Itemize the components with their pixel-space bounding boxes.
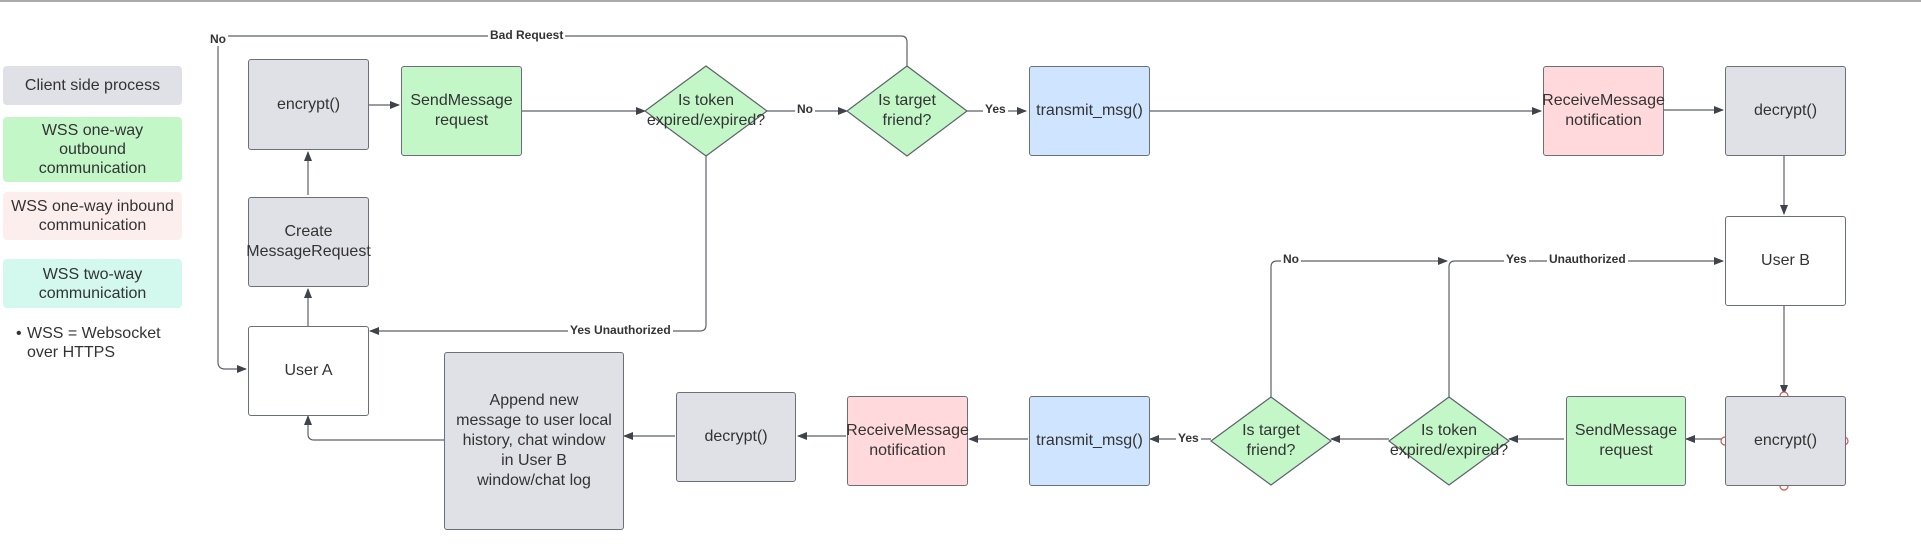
legend-note: • WSS = Websocket over HTTPS xyxy=(16,324,186,362)
transmit-msg-a-box[interactable]: transmit_msg() xyxy=(1029,66,1150,156)
edge-label-no-mid: No xyxy=(795,102,815,116)
legend-inbound: WSS one-way inbound communication xyxy=(3,192,182,240)
send-message-a-box[interactable]: SendMessage request xyxy=(401,66,522,156)
edge-label-unauthorized-right: Unauthorized xyxy=(1547,252,1628,266)
edge-label-yes-unauthorized-a: Yes Unauthorized xyxy=(568,323,673,337)
legend-client-side: Client side process xyxy=(3,66,182,105)
send-message-b-box[interactable]: SendMessage request xyxy=(1566,396,1686,486)
legend-note-text: WSS = Websocket over HTTPS xyxy=(27,325,161,361)
create-message-request-box[interactable]: Create MessageRequest xyxy=(246,197,371,287)
user-a-box[interactable]: User A xyxy=(248,326,369,416)
legend-two-way: WSS two-way communication xyxy=(3,259,182,308)
encrypt-b-box[interactable]: encrypt() xyxy=(1725,396,1846,486)
diamond-shapes xyxy=(643,65,1511,486)
decrypt-a-box[interactable]: decrypt() xyxy=(676,392,796,482)
legend-outbound: WSS one-way outbound communication xyxy=(3,117,182,182)
edge-label-yes-mid: Yes xyxy=(983,102,1008,116)
edge-label-bad-request: Bad Request xyxy=(488,28,566,42)
edge-label-yes-right: Yes xyxy=(1504,252,1529,266)
edge-label-no-right: No xyxy=(1281,252,1301,266)
bullet-icon: • xyxy=(16,325,22,342)
user-b-box[interactable]: User B xyxy=(1725,216,1846,306)
decrypt-b-box[interactable]: decrypt() xyxy=(1725,66,1846,156)
receive-message-a-box[interactable]: ReceiveMessage notification xyxy=(846,396,969,486)
edge-label-no-top: No xyxy=(208,32,228,46)
receive-message-b-box[interactable]: ReceiveMessage notification xyxy=(1542,66,1665,156)
append-message-box[interactable]: Append new message to user local history… xyxy=(444,352,624,530)
encrypt-a-box[interactable]: encrypt() xyxy=(248,59,369,150)
transmit-msg-b-box[interactable]: transmit_msg() xyxy=(1029,396,1150,486)
edge-label-yes-bottom: Yes xyxy=(1176,431,1201,445)
